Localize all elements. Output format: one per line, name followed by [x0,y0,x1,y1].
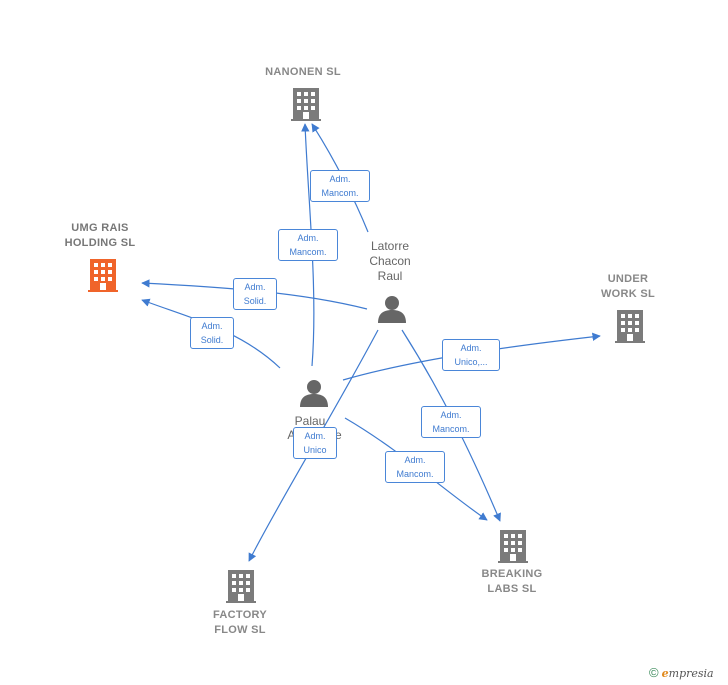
person-label-palau-line1[interactable]: Palau [294,414,326,428]
company-label-breaking[interactable]: BREAKING LABS SL [481,568,543,595]
relation-label-latorre-umg[interactable]: Adm. Solid. [233,278,277,310]
company-label-factory[interactable]: FACTORY FLOW SL [212,609,268,636]
company-label-under[interactable]: UNDER WORK SL [600,273,656,300]
relation-label-latorre-breaking[interactable]: Adm. Mancom. [421,406,481,438]
person-label-palau-line2-left[interactable]: Al [278,428,298,443]
company-umg-building-icon[interactable] [88,259,118,292]
company-nanonen-building-icon[interactable] [291,88,321,121]
brand-logo: empresia [661,667,714,680]
footer-brand[interactable]: © empresia [649,665,714,680]
person-label-palau-line2-right[interactable]: e [335,428,342,442]
relation-label-palau-under[interactable]: Adm. Unico,... [442,339,500,371]
company-label-nanonen[interactable]: NANONEN SL [265,66,341,78]
copyright-icon: © [649,665,659,680]
relation-label-palau-umg[interactable]: Adm. Solid. [190,317,234,349]
company-factory-building-icon[interactable] [226,570,256,603]
company-under-building-icon[interactable] [615,310,645,343]
relation-label-latorre-nanonen[interactable]: Adm. Mancom. [310,170,370,202]
relation-label-palau-breaking[interactable]: Adm. Mancom. [385,451,445,483]
company-breaking-building-icon[interactable] [498,530,528,563]
company-label-umg[interactable]: UMG RAIS HOLDING SL [64,222,136,249]
relation-label-latorre-factory[interactable]: Adm. Unico [293,427,337,459]
person-label-latorre[interactable]: Latorre Chacon Raul [369,239,411,283]
relation-label-palau-nanonen[interactable]: Adm. Mancom. [278,229,338,261]
person-latorre-person-icon[interactable] [378,296,406,323]
person-palau-person-icon[interactable] [300,380,328,407]
